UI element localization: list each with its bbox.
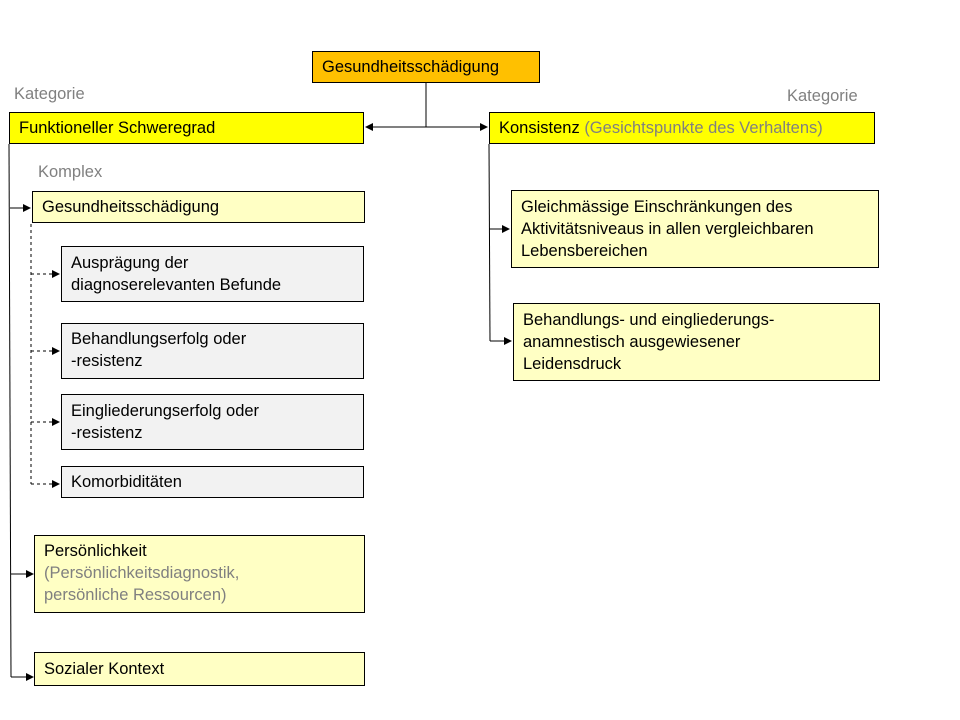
- item-line: Komorbiditäten: [71, 473, 182, 491]
- item-line: Gleichmässige Einschränkungen des: [521, 198, 793, 216]
- health-item-findings: Ausprägung der diagnoserelevanten Befund…: [61, 246, 364, 302]
- left-category-node: Funktioneller Schweregrad: [9, 112, 364, 144]
- item-line: Lebensbereichen: [521, 242, 648, 260]
- item-line: Behandlungserfolg oder: [71, 330, 247, 348]
- personality-note: persönliche Ressourcen): [44, 586, 227, 604]
- personality-node: Persönlichkeit (Persönlichkeitsdiagnosti…: [34, 535, 365, 613]
- consistency-item-suffering: Behandlungs- und eingliederungs- anamnes…: [513, 303, 880, 381]
- right-category-label: Kategorie: [787, 87, 858, 105]
- item-line: -resistenz: [71, 352, 143, 370]
- health-item-integration: Eingliederungserfolg oder -resistenz: [61, 394, 364, 450]
- item-line: Eingliederungserfolg oder: [71, 402, 260, 420]
- health-item-comorbidities: Komorbiditäten: [61, 466, 364, 498]
- social-node: Sozialer Kontext: [34, 652, 365, 686]
- social-title: Sozialer Kontext: [44, 660, 165, 678]
- item-line: -resistenz: [71, 424, 143, 442]
- right-category-title: Konsistenz: [499, 119, 580, 137]
- item-line: Ausprägung der: [71, 254, 189, 272]
- health-item-treatment: Behandlungserfolg oder -resistenz: [61, 323, 364, 379]
- health-node: Gesundheitsschädigung: [32, 191, 365, 223]
- root-label: Gesundheitsschädigung: [322, 58, 500, 76]
- left-category-title: Funktioneller Schweregrad: [19, 119, 216, 137]
- item-line: anamnestisch ausgewiesener: [523, 333, 741, 351]
- item-line: diagnoserelevanten Befunde: [71, 276, 282, 294]
- item-line: Behandlungs- und eingliederungs-: [523, 311, 775, 329]
- right-category-note: (Gesichtspunkte des Verhaltens): [584, 119, 823, 137]
- right-category-node: Konsistenz (Gesichtspunkte des Verhalten…: [489, 112, 875, 144]
- personality-title: Persönlichkeit: [44, 542, 147, 560]
- complex-label: Komplex: [38, 163, 103, 181]
- item-line: Aktivitätsniveaus in allen vergleichbare…: [521, 220, 814, 238]
- consistency-item-activity: Gleichmässige Einschränkungen des Aktivi…: [511, 190, 879, 268]
- health-title: Gesundheitsschädigung: [42, 198, 220, 216]
- left-category-label: Kategorie: [14, 85, 85, 103]
- root-node: Gesundheitsschädigung: [312, 51, 540, 83]
- item-line: Leidensdruck: [523, 355, 622, 373]
- personality-note: (Persönlichkeitsdiagnostik,: [44, 564, 240, 582]
